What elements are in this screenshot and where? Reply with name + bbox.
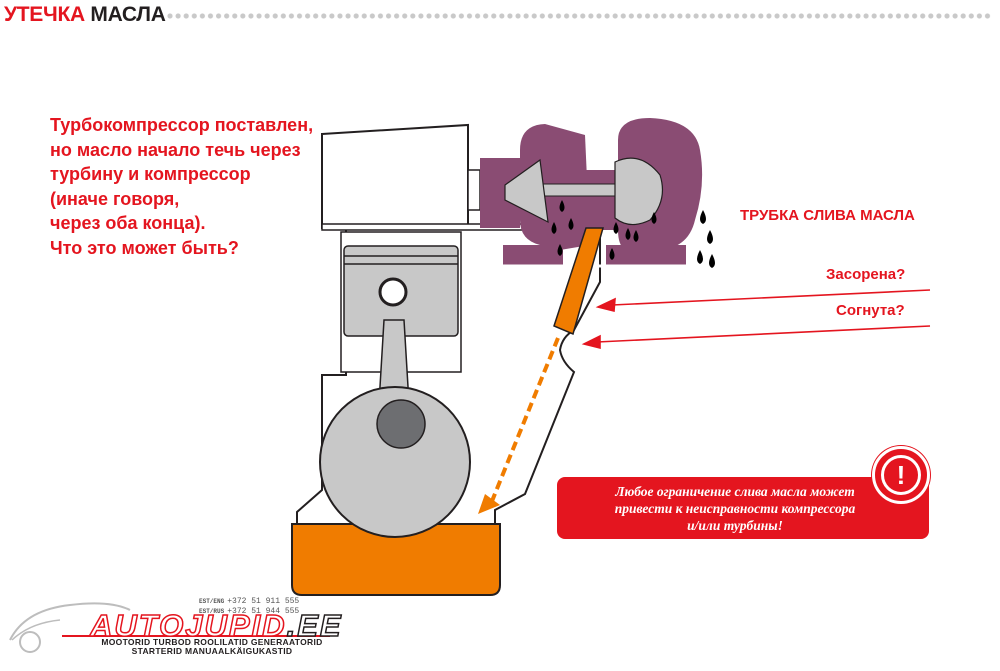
question-line: турбину и компрессор xyxy=(50,164,251,185)
oil-drop xyxy=(613,222,619,234)
oil-drop xyxy=(568,218,574,230)
logo-tagline: MOOTORID TURBOD ROOLILATID GENERAATORID … xyxy=(72,638,352,656)
clogged-label: Засорена? xyxy=(826,266,906,283)
oil-drop xyxy=(700,210,706,224)
oil-drop xyxy=(559,200,565,212)
warning-line: Любое ограничение слива масла может xyxy=(615,484,855,499)
oil-drop xyxy=(557,244,563,256)
compressor-wheel xyxy=(614,157,663,226)
phone-numbers: EST/ENG+372 51 911 555 EST/RUS+372 51 94… xyxy=(199,597,299,617)
title-red: УТЕЧКА xyxy=(4,3,85,26)
header-dot-divider xyxy=(166,12,992,22)
compressor-outlet xyxy=(606,245,686,267)
question-line: Турбокомпрессор поставлен, xyxy=(50,115,314,135)
oil-drop xyxy=(709,254,715,268)
header: УТЕЧКА МАСЛА xyxy=(0,0,1000,30)
tagline-line: MOOTORID TURBOD ROOLILATID GENERAATORID xyxy=(101,637,323,647)
phone-line: EST/RUS+372 51 944 555 xyxy=(199,607,300,616)
crankshaft xyxy=(319,386,471,538)
drain-pipe-label: ТРУБКА СЛИВА МАСЛА xyxy=(740,207,915,224)
bent-arrowhead xyxy=(581,334,601,350)
logo-main: AUTOJUPID xyxy=(89,607,287,644)
oil-drop xyxy=(551,222,557,234)
question-line: Что это может быть? xyxy=(50,237,239,258)
oil-drain-pipe xyxy=(553,227,604,336)
oil-drop xyxy=(651,212,657,224)
warning-line: привести к неисправности компрессора xyxy=(614,501,856,516)
logo-car-swoosh xyxy=(9,602,131,641)
flow-arrowhead xyxy=(478,494,500,514)
oil-drop xyxy=(697,250,703,264)
warning-line: и/или турбины! xyxy=(687,518,783,533)
question-line: через оба конца). xyxy=(50,213,206,234)
logo: AUTOJUPID.EE xyxy=(89,607,343,644)
logo-wheel xyxy=(19,631,41,653)
tagline-line: STARTERID MANUAALKÄIGUKASTID xyxy=(131,646,293,656)
oil-drop xyxy=(633,230,639,242)
turbocharger xyxy=(467,118,705,268)
logo-domain: .EE xyxy=(286,607,343,644)
turbine-wheel xyxy=(504,158,549,224)
turbo-outlet xyxy=(503,245,563,267)
page-title: УТЕЧКА МАСЛА xyxy=(4,3,166,27)
question-text: Турбокомпрессор поставлен, но масло нача… xyxy=(50,113,320,261)
phone-line: EST/ENG+372 51 911 555 xyxy=(199,597,300,606)
question-line: (иначе говоря, xyxy=(50,188,180,209)
title-dark: МАСЛА xyxy=(90,3,166,26)
warning-text: Любое ограничение слива масла может прив… xyxy=(570,483,900,534)
oil-drops xyxy=(551,200,715,268)
warning-box xyxy=(557,477,929,539)
oil-drop xyxy=(609,248,615,260)
oil-flow-arrow xyxy=(488,337,560,507)
oil-pan xyxy=(291,523,501,596)
pointer-arrows xyxy=(581,289,931,350)
crank-pin xyxy=(376,399,426,449)
clogged-arrowhead xyxy=(595,297,616,313)
piston-pin xyxy=(378,277,408,307)
oil-drop xyxy=(625,228,631,240)
exclamation-icon: ! xyxy=(872,446,930,504)
cylinder-head xyxy=(321,123,469,229)
bent-label: Согнута? xyxy=(836,302,905,319)
question-line: но масло начало течь через xyxy=(50,139,301,160)
oil-drop xyxy=(707,230,713,244)
